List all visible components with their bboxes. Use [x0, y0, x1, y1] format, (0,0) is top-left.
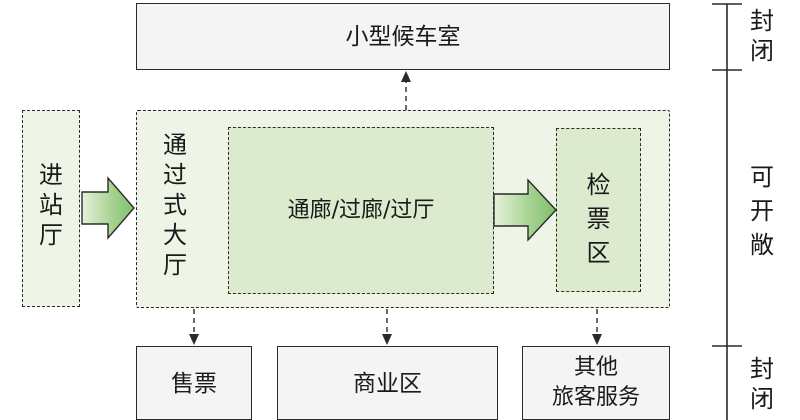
- corridor-to-check-arrow: [493, 178, 557, 242]
- ticket-sales-label: 售票: [171, 371, 217, 397]
- corridor-box: 通廊/过廊/过厅: [228, 127, 494, 294]
- side-bottom-char-1: 封: [750, 355, 774, 383]
- transit-hall-label: 通 过 式 大 厅: [158, 130, 192, 280]
- side-label-top: 封 闭: [744, 6, 780, 66]
- connector-to-ticket-sales-head: [189, 334, 199, 345]
- ticket-check-box: [556, 128, 641, 292]
- connector-to-other-services-head: [592, 334, 602, 345]
- transit-hall-char-5: 厅: [163, 251, 187, 279]
- entry-hall-char-3: 厅: [39, 221, 63, 249]
- entry-hall-label: 进 站 厅: [22, 160, 80, 250]
- ticket-check-char-3: 区: [586, 239, 611, 267]
- commercial-area-box: 商业区: [277, 346, 498, 420]
- zone-bracket: [712, 3, 742, 420]
- side-top-char-2: 闭: [750, 37, 774, 65]
- other-services-line-2: 旅客服务: [551, 385, 640, 410]
- connector-to-waiting-room-head: [401, 71, 411, 82]
- entry-to-hall-arrow: [81, 176, 135, 240]
- transit-hall-char-2: 过: [163, 161, 187, 189]
- other-services-line-1: 其他: [573, 355, 618, 380]
- entry-hall-char-2: 站: [39, 191, 63, 219]
- side-label-middle: 可 开 敞: [744, 160, 780, 262]
- ticket-check-char-2: 票: [586, 205, 611, 233]
- entry-hall-box: [22, 110, 80, 307]
- side-middle-char-3: 敞: [750, 231, 774, 259]
- side-middle-char-1: 可: [750, 163, 774, 191]
- side-label-bottom: 封 闭: [744, 354, 780, 414]
- side-top-char-1: 封: [750, 7, 774, 35]
- transit-hall-char-1: 通: [163, 131, 187, 159]
- ticket-check-label: 检 票 区: [556, 168, 641, 270]
- small-waiting-room-label: 小型候车室: [345, 24, 461, 50]
- transit-hall-char-4: 大: [163, 221, 187, 249]
- connector-to-commercial-head: [382, 334, 392, 345]
- entry-hall-char-1: 进: [39, 161, 63, 189]
- corridor-label: 通廊/过廊/过厅: [287, 198, 435, 223]
- side-bottom-char-2: 闭: [750, 385, 774, 413]
- commercial-area-label: 商业区: [353, 371, 422, 397]
- ticket-sales-box: 售票: [136, 346, 252, 420]
- small-waiting-room-box: 小型候车室: [136, 3, 670, 70]
- other-services-box: 其他 旅客服务: [522, 346, 670, 420]
- transit-hall-char-3: 式: [163, 191, 187, 219]
- ticket-check-char-1: 检: [586, 171, 611, 199]
- side-middle-char-2: 开: [750, 197, 774, 225]
